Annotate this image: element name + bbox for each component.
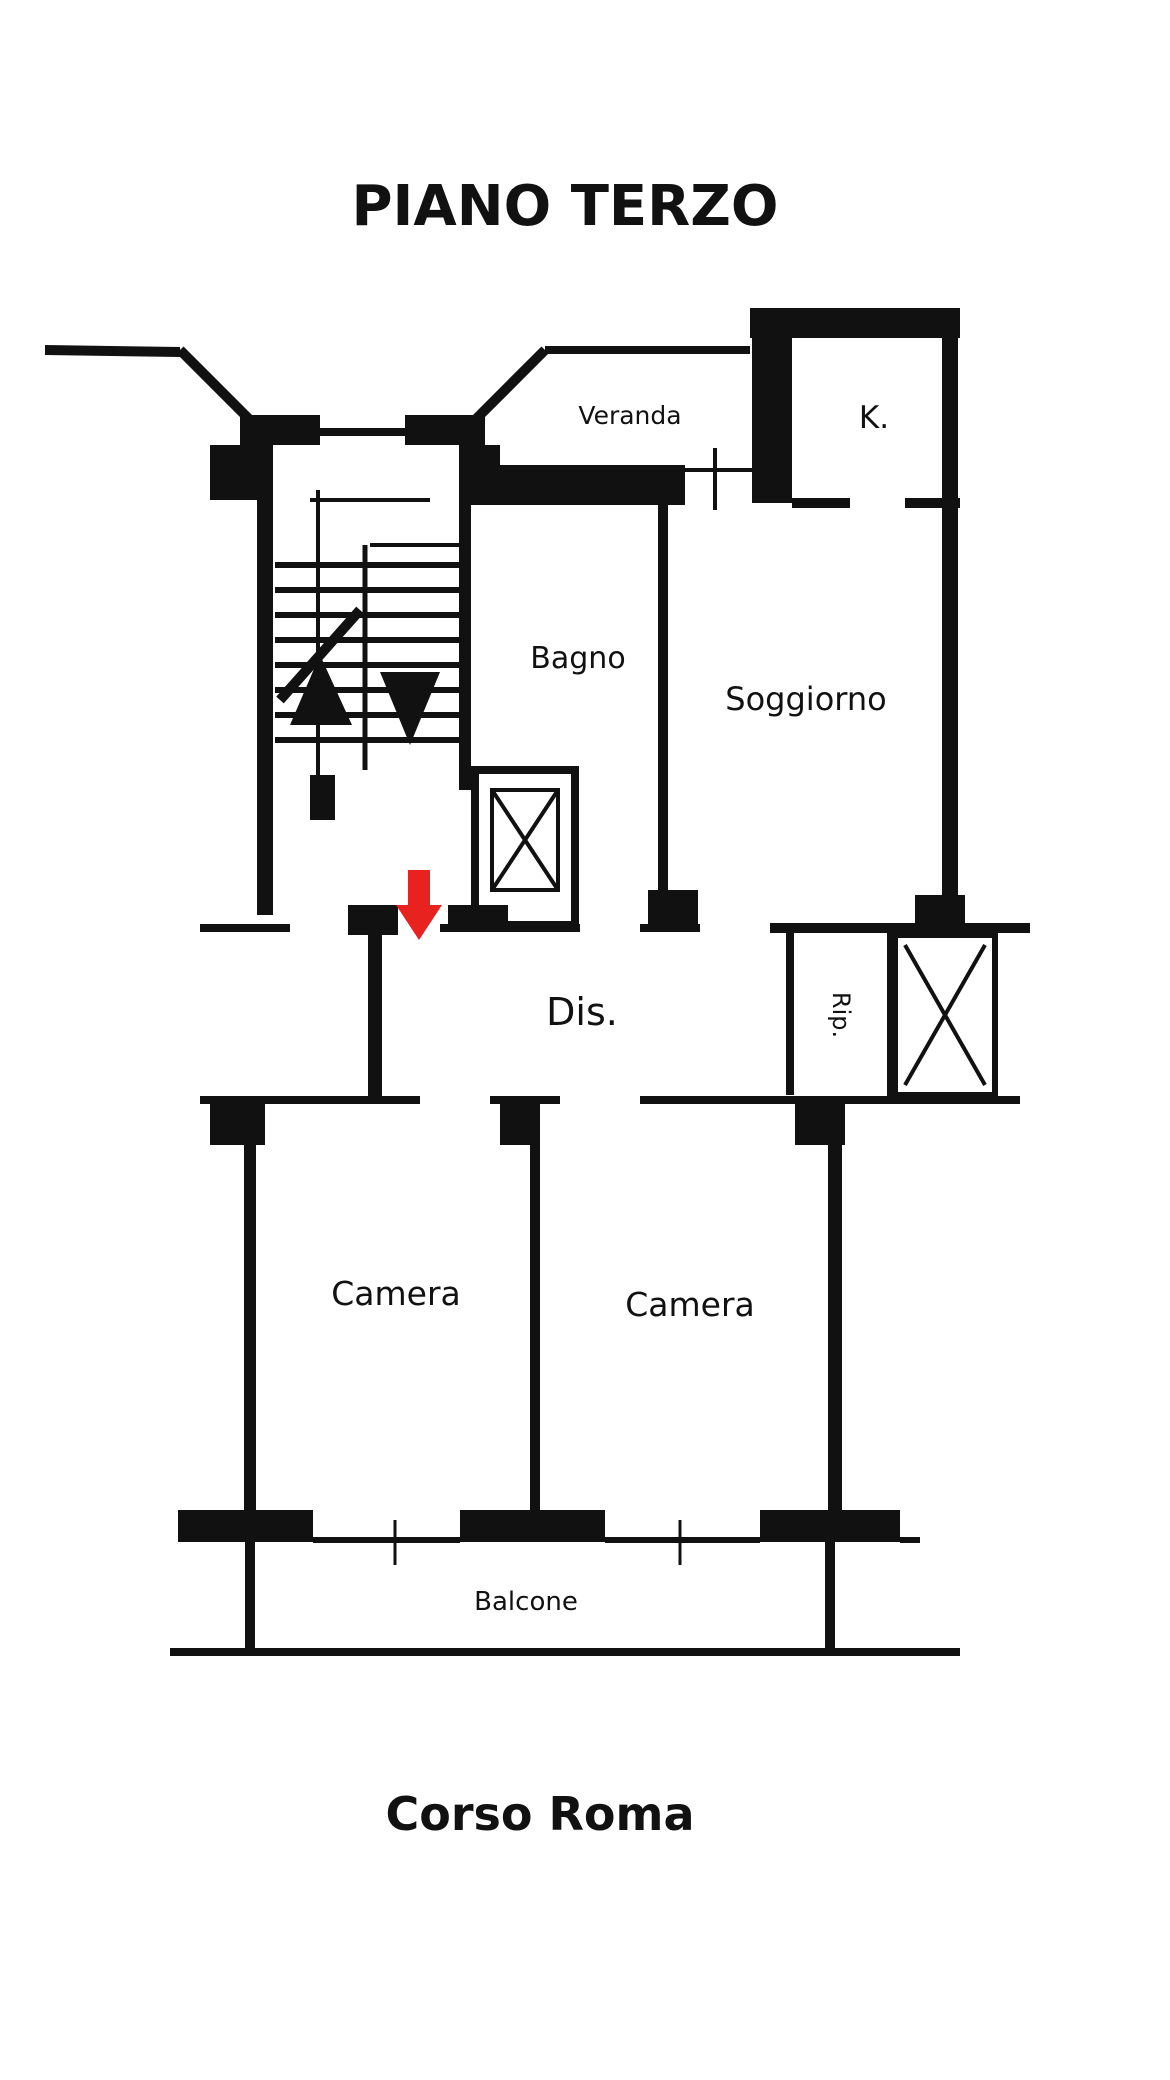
room-label-living: Soggiorno	[725, 680, 886, 718]
room-label-storage: Rip.	[827, 992, 855, 1038]
street-label: Corso Roma	[385, 1787, 694, 1841]
room-label-bathroom: Bagno	[530, 641, 625, 676]
room-label-kitchen: K.	[859, 400, 889, 436]
room-label-bedroom-right: Camera	[625, 1285, 755, 1324]
walls	[44, 308, 1030, 1656]
room-label-balcony: Balcone	[474, 1587, 578, 1617]
room-label-bedroom-left: Camera	[331, 1274, 461, 1313]
entrance-arrow-icon	[396, 870, 442, 940]
plan-title: PIANO TERZO	[352, 174, 779, 239]
room-label-hall: Dis.	[546, 990, 618, 1034]
room-label-veranda: Veranda	[578, 401, 681, 430]
staircase	[275, 490, 460, 820]
